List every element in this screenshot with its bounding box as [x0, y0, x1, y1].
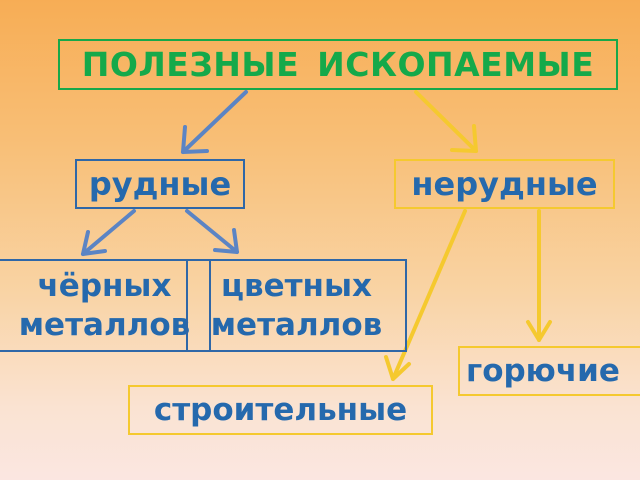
non-ferrous-node: цветных металлов — [186, 259, 407, 352]
non-ore-node: нерудные — [394, 159, 615, 209]
ore-label: рудные — [88, 165, 232, 203]
building-node: строительные — [128, 385, 433, 435]
arrow-ore-to-non-ferrous — [185, 209, 239, 254]
arrow-ore-to-ferrous — [81, 209, 136, 256]
ore-node: рудные — [75, 159, 245, 209]
arrow-root-to-ore — [181, 90, 248, 154]
building-label: строительные — [153, 392, 408, 428]
non-ore-label: нерудные — [411, 165, 598, 203]
arrow-root-to-non-ore — [414, 90, 478, 153]
non-ferrous-label-line2: металлов — [210, 306, 383, 343]
ferrous-label-line2: металлов — [18, 306, 191, 343]
fuel-label: горючие — [466, 353, 620, 389]
fuel-node: горючие — [458, 346, 640, 396]
ferrous-label-line1: чёрных — [37, 267, 172, 304]
root-node: ПОЛЕЗНЫЕ ИСКОПАЕМЫЕ — [58, 39, 618, 90]
ferrous-node: чёрных металлов — [0, 259, 211, 352]
non-ferrous-label-line1: цветных — [220, 267, 373, 304]
root-label: ПОЛЕЗНЫЕ ИСКОПАЕМЫЕ — [81, 45, 595, 84]
arrow-non-ore-to-fuel — [526, 209, 552, 342]
